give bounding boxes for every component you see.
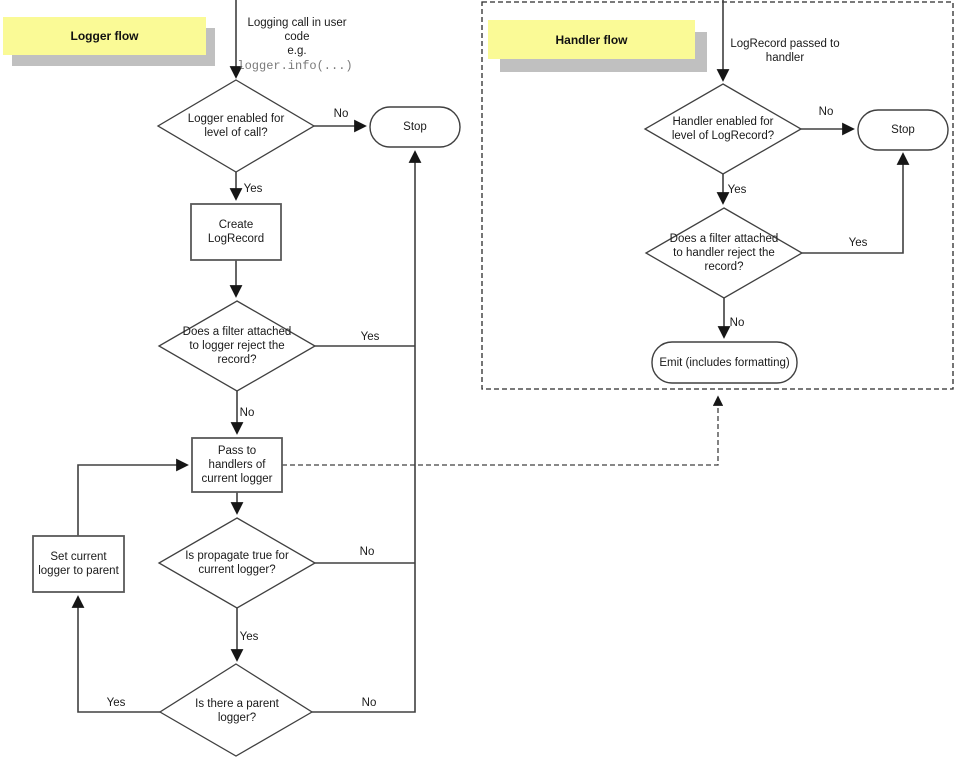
logger-flow-note: Logger flow — [3, 17, 206, 55]
create-logrecord-label: Create LogRecord — [207, 219, 265, 245]
handler-level-decision-label: Handler enabled for level of LogRecord? — [671, 116, 775, 142]
create-logrecord-shape — [190, 203, 282, 261]
handler-flow-nodes — [643, 83, 949, 384]
handler-entry-annotation: LogRecord passed to handler — [730, 38, 840, 64]
edge-label-propagate-no: No — [359, 546, 375, 558]
logger-entry-code: logger.info(...) — [237, 59, 353, 73]
handler-filter-decision-label: Does a filter attached to handler reject… — [669, 233, 779, 273]
edge-label-hlevel-no: No — [818, 106, 834, 118]
handler-flow-note: Handler flow — [488, 20, 695, 59]
handler-filter-decision-shape — [644, 207, 804, 299]
logger-entry-annotation: Logging call in user code e.g. — [247, 17, 347, 57]
set-current-logger-shape — [32, 535, 125, 593]
edge-label-level-yes: Yes — [243, 183, 263, 195]
parent-decision-shape — [158, 663, 314, 757]
edge-parent-no-up-to-stop — [312, 150, 422, 713]
pass-to-handlers-label: Pass to handlers of current logger — [201, 445, 273, 485]
logger-stop-label: Stop — [403, 121, 427, 133]
parent-decision-label: Is there a parent logger? — [195, 698, 279, 724]
handler-stop-shape — [857, 109, 949, 151]
logger-stop-shape — [369, 106, 461, 148]
edge-pass-to-handler-flow-dashed — [282, 395, 724, 466]
edge-label-hfilter-no: No — [729, 317, 745, 329]
handler-level-decision-shape — [643, 83, 803, 175]
logger-flow-nodes — [32, 79, 461, 757]
edge-label-filter-no: No — [239, 407, 255, 419]
logger-level-decision-shape — [156, 79, 316, 173]
edge-label-parent-yes: Yes — [106, 697, 126, 709]
edge-label-propagate-yes: Yes — [239, 631, 259, 643]
pass-to-handlers-shape — [191, 437, 283, 493]
emit-label: Emit (includes formatting) — [659, 356, 790, 369]
edge-label-parent-no: No — [361, 697, 377, 709]
logger-filter-decision-shape — [157, 300, 317, 392]
handler-stop-label: Stop — [891, 124, 915, 136]
edge-label-filter-yes: Yes — [360, 331, 380, 343]
handler-flow-edges — [716, 0, 910, 339]
propagate-decision-label: Is propagate true for current logger? — [185, 550, 289, 576]
set-current-logger-label: Set current logger to parent — [38, 551, 119, 577]
logger-filter-decision-label: Does a filter attached to logger reject … — [182, 326, 292, 366]
logger-flow-edges — [71, 0, 724, 713]
emit-shape — [651, 341, 798, 384]
propagate-decision-shape — [157, 517, 317, 609]
edge-setbox-to-pass — [77, 458, 189, 536]
logger-level-decision-label: Logger enabled for level of call? — [187, 113, 285, 139]
handler-flow-container-border — [481, 1, 954, 390]
edge-hfilter-yes-to-stop — [802, 152, 910, 254]
edge-label-hlevel-yes: Yes — [727, 184, 747, 196]
edge-label-hfilter-yes: Yes — [848, 237, 868, 249]
edge-parent-yes-to-setbox — [71, 595, 160, 713]
edge-label-level-no: No — [333, 108, 349, 120]
